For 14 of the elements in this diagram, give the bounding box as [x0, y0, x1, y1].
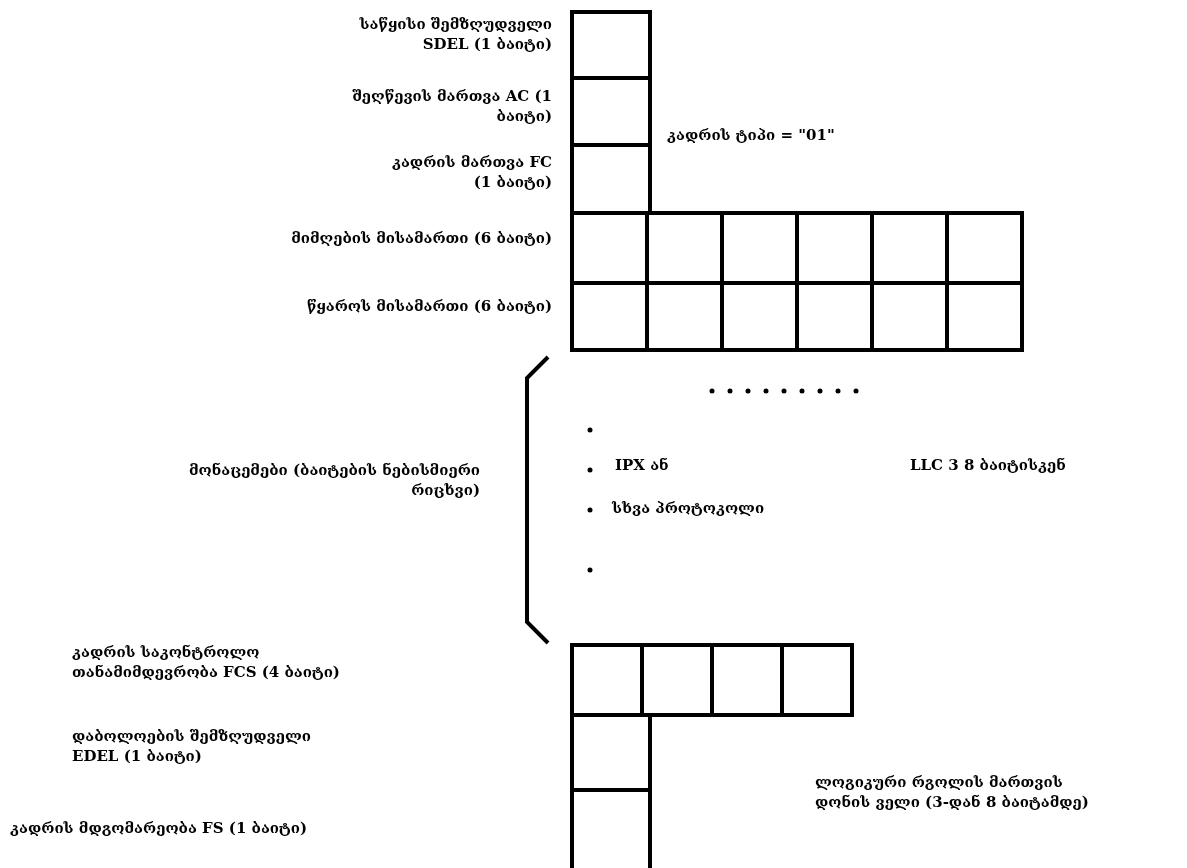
field-label: შეღწევის მართვა AC (1 ბაიტი) — [352, 86, 552, 126]
field-label: კადრის მდგომარეობა FS (1 ბაიტი) — [10, 818, 309, 838]
field-label: მიმღების მისამართი (6 ბაიტი) — [290, 228, 552, 248]
annotation-text: LLC 3 8 ბაიტისკენ — [910, 455, 1067, 475]
field-label: საწყისი შემზღუდველი SDEL (1 ბაიტი) — [358, 14, 552, 54]
field-label: კადრის მართვა FC (1 ბაიტი) — [390, 152, 552, 192]
annotation-text: კადრის ტიპი = "01" — [667, 125, 836, 145]
protocol-text: IPX ან — [615, 455, 670, 475]
field-label: მონაცემები (ბაიტების ნებისმიერი რიცხვი) — [187, 460, 480, 500]
protocol-text: სხვა პროტოკოლი — [612, 498, 766, 518]
field-label: წყაროს მისამართი (6 ბაიტი) — [306, 296, 552, 316]
field-label: დაბოლოების შემზღუდველი EDEL (1 ბაიტი) — [72, 726, 312, 766]
field-description: ლოგიკური რგოლის მართვის დონის ველი (3-დან 8 ბაიტამდე) — [815, 772, 1090, 812]
field-label: კადრის საკონტროლო თანამიმდევრობა FCS (4 ბაიტი) — [72, 642, 341, 682]
